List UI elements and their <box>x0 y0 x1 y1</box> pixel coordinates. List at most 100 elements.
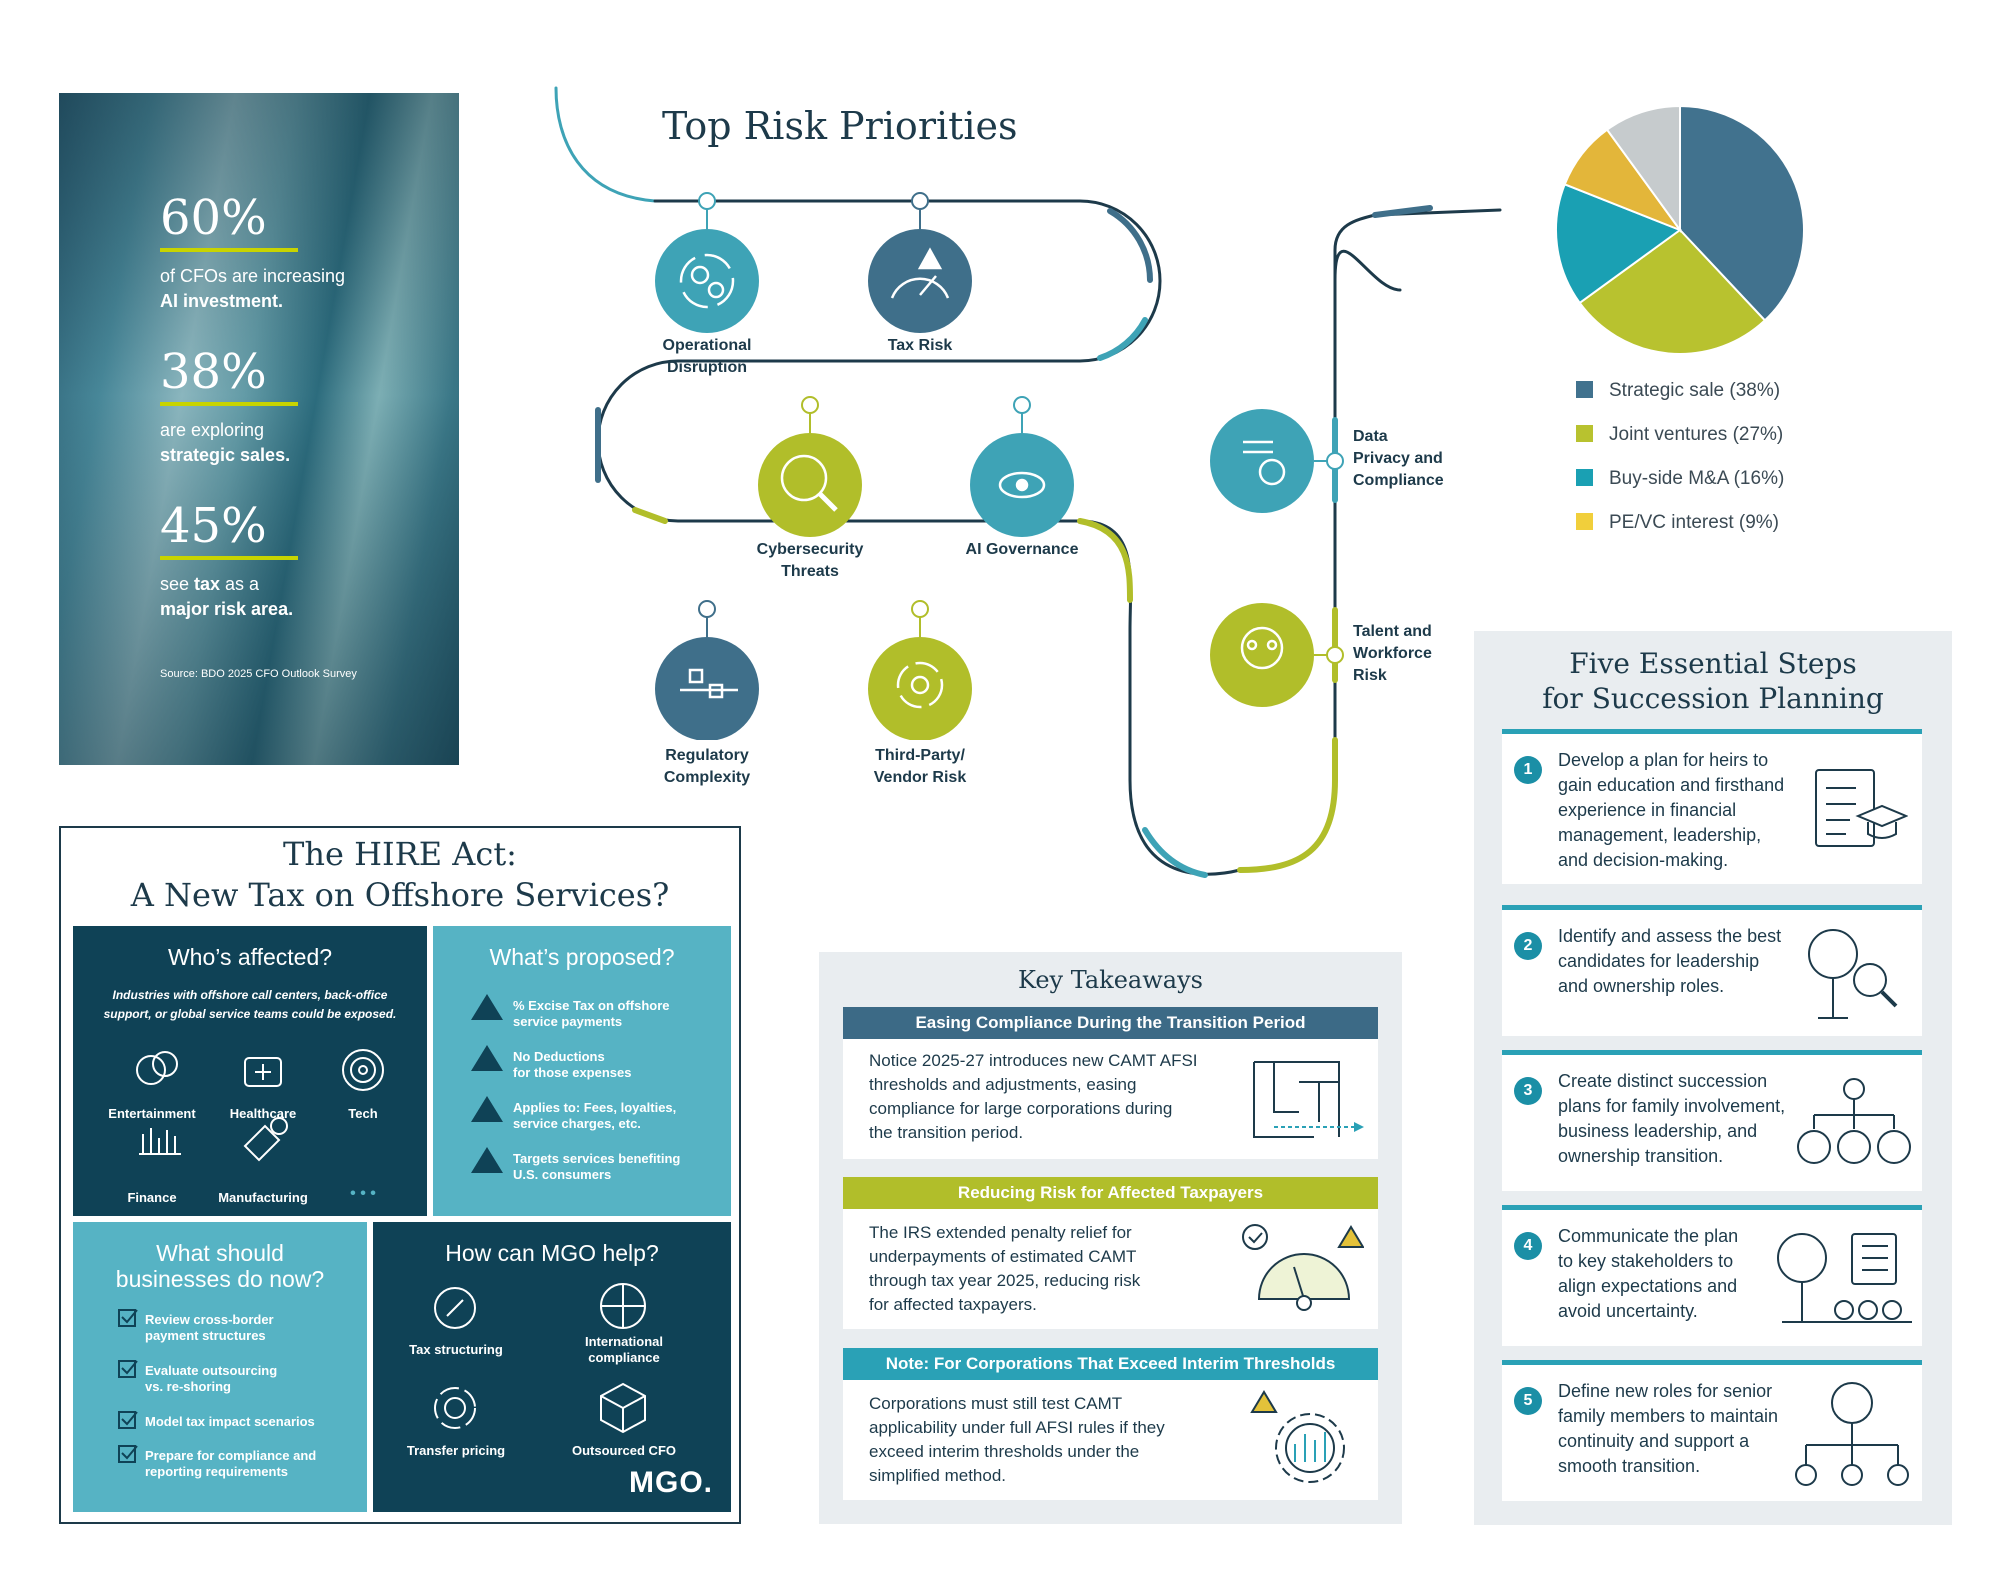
pie-slice <box>1605 104 1681 234</box>
path-segment <box>1333 213 1377 382</box>
path-accent <box>1142 827 1208 878</box>
risk-label-line: AI Governance <box>965 541 1079 558</box>
icon-glyph <box>917 247 943 270</box>
stat-line1: are exploring <box>160 420 265 440</box>
text-line: the transition period. <box>869 1123 1024 1142</box>
first-aid-icon <box>255 1064 271 1080</box>
text-line: smooth transition. <box>1558 1456 1701 1476</box>
manufacturing-icon <box>243 1124 281 1162</box>
hire-title-line2: A New Tax on Offshore Services? <box>130 876 670 914</box>
manufacturing-icon <box>270 1117 288 1135</box>
text-line: Identify and assess the best <box>1558 926 1782 946</box>
title-line: Five Essential Steps <box>1569 647 1857 680</box>
legend-swatch <box>1576 381 1593 398</box>
takeaway-box: Notice 2025-27 introduces new CAMT AFSI … <box>843 1039 1378 1159</box>
risk-label-line: Privacy and <box>1353 450 1443 467</box>
text-line: Define new roles for senior <box>1558 1381 1773 1401</box>
item-line: service payments <box>513 1014 623 1029</box>
icon-glyph <box>818 492 838 512</box>
gauge-check-warning-icon <box>1242 1224 1364 1311</box>
pie-slice <box>1578 228 1767 355</box>
title-line: What should <box>156 1240 284 1266</box>
node-dot <box>801 396 819 414</box>
should-item: Model tax impact scenarios <box>145 1414 315 1430</box>
risk-label-line: Operational <box>662 337 752 354</box>
service-line: International <box>584 1334 663 1349</box>
text-line: Develop a plan for heirs to <box>1558 750 1769 770</box>
icon-glyph <box>1015 478 1029 492</box>
text-line: compliance for large corporations during <box>869 1099 1173 1118</box>
risk-label-line: Tax Risk <box>887 337 953 354</box>
text-line: Create distinct succession <box>1558 1071 1768 1091</box>
text-line: Notice 2025-27 introduces new CAMT AFSI <box>869 1051 1198 1070</box>
text-line: plans for family involvement, <box>1558 1096 1786 1116</box>
text-line: business leadership, and <box>1558 1121 1758 1141</box>
binary-shield-icon <box>1210 409 1314 513</box>
item-line: payment structures <box>145 1328 266 1343</box>
industry-icons <box>136 1049 384 1162</box>
service-tax-structuring: Tax structuring <box>391 1342 521 1358</box>
legend-label: Joint ventures (27%) <box>1609 424 1784 445</box>
risk-label-line: Vendor Risk <box>873 769 967 786</box>
text-line: Corporations must still test CAMT <box>869 1394 1123 1413</box>
tech-icon <box>358 1065 368 1075</box>
five-steps-title: Five Essential Steps for Succession Plan… <box>1474 646 1952 716</box>
stats-source: Source: BDO 2025 CFO Outlook Survey <box>160 668 357 680</box>
text-line: candidates for leadership <box>1558 951 1760 971</box>
checkbox-icon <box>118 1445 136 1463</box>
text-line: avoid uncertainty. <box>1558 1301 1698 1321</box>
item-line: for those expenses <box>513 1065 632 1080</box>
warning-icons <box>471 994 503 1173</box>
key-takeaways-title: Key Takeaways <box>1018 966 1203 994</box>
stats-card: 60% of CFOs are increasing AI investment… <box>59 93 459 765</box>
mgo-help-title: How can MGO help? <box>445 1240 659 1266</box>
item-line: Targets services benefiting <box>513 1151 681 1166</box>
item-line: Model tax impact scenarios <box>145 1414 315 1429</box>
flowchart-icon <box>655 637 759 740</box>
legend-swatch <box>1576 425 1593 442</box>
whats-proposed-panel: What’s proposed? % Excise Tax on offshor… <box>433 926 731 1216</box>
first-aid-icon <box>244 1057 282 1087</box>
mgo-logo: MGO. <box>629 1466 713 1499</box>
tech-icon <box>342 1049 384 1091</box>
tax-structuring-icon <box>446 1299 464 1317</box>
step-number: 4 <box>1514 1232 1542 1260</box>
stat-underline <box>160 402 298 406</box>
hire-act-panel: The HIRE Act: A New Tax on Offshore Serv… <box>59 826 741 1524</box>
masks-icon <box>136 1055 166 1085</box>
outsourced-cfo-icon <box>600 1395 646 1432</box>
warning-icon <box>471 994 503 1020</box>
stat-line2: AI investment. <box>160 291 284 311</box>
stat-value: 60% <box>160 190 267 246</box>
icon-glyph <box>1240 626 1284 670</box>
who-affected-title: Who’s affected? <box>167 944 333 970</box>
risk-label-line: Risk <box>1353 667 1387 684</box>
node-dot <box>698 192 716 210</box>
takeaway-header: Note: For Corporations That Exceed Inter… <box>843 1348 1378 1380</box>
text-line: continuity and support a <box>1558 1431 1750 1451</box>
what-should-title: What should businesses do now? <box>73 1240 367 1292</box>
checkbox-icon <box>121 1360 138 1375</box>
risk-label-line: Compliance <box>1353 472 1444 489</box>
industry-healthcare: Healthcare <box>229 1106 297 1121</box>
takeaway-text: Notice 2025-27 introduces new CAMT AFSI … <box>869 1049 1198 1145</box>
node-dot <box>1326 646 1344 664</box>
text-line: The IRS extended penalty relief for <box>869 1223 1132 1242</box>
step-number: 1 <box>1514 756 1542 784</box>
icon-glyph <box>919 275 937 296</box>
risk-label-line: Cybersecurity <box>756 541 864 558</box>
takeaway-box: Corporations must still test CAMT applic… <box>843 1380 1378 1500</box>
checklist-graduation-icon <box>1815 769 1908 847</box>
item-line: Evaluate outsourcing <box>145 1363 278 1378</box>
service-line: Transfer pricing <box>406 1443 506 1458</box>
title-line: for Succession Planning <box>1542 682 1884 715</box>
hire-title: The HIRE Act: A New Tax on Offshore Serv… <box>61 834 739 916</box>
warning-icon <box>471 1147 503 1173</box>
takeaway-header: Easing Compliance During the Transition … <box>843 1007 1378 1039</box>
